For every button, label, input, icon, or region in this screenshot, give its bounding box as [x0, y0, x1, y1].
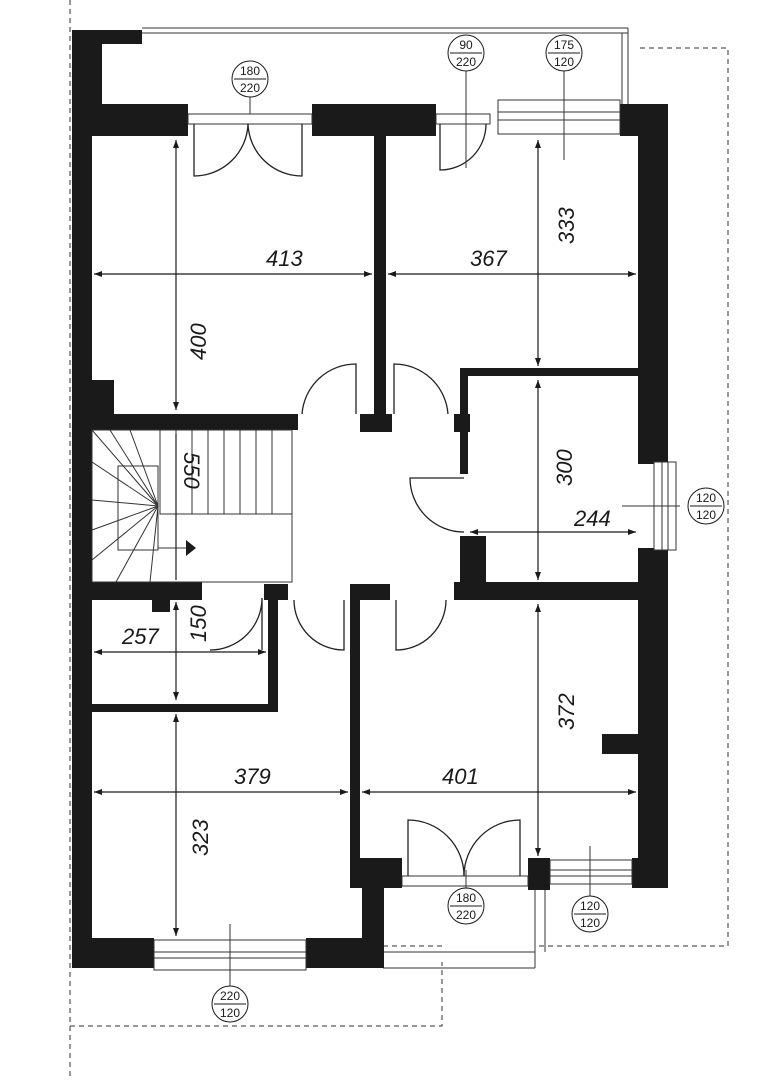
opening-width: 180	[456, 891, 476, 905]
opening-label: 180 220	[231, 60, 269, 98]
dim-small-room-width: 257	[121, 624, 159, 649]
dim-bottom-right-width: 401	[442, 764, 479, 789]
opening-width: 90	[459, 38, 473, 52]
dim-top-left-width: 413	[266, 246, 303, 271]
dimension-lines	[94, 70, 680, 986]
dim-bottom-left-width: 379	[234, 764, 271, 789]
windows	[153, 99, 677, 971]
doors	[187, 113, 529, 887]
opening-width: 220	[220, 989, 240, 1003]
opening-height: 220	[456, 55, 476, 69]
opening-width: 180	[240, 64, 260, 78]
dim-stair: 550	[179, 452, 204, 489]
opening-label: 120 120	[571, 895, 609, 933]
opening-width: 120	[696, 491, 716, 505]
opening-width: 120	[580, 899, 600, 913]
walls	[72, 30, 668, 968]
opening-height: 220	[240, 81, 260, 95]
dashed-outline	[69, 0, 729, 1080]
opening-label: 175 120	[545, 34, 583, 72]
porch-outline	[383, 880, 546, 969]
opening-height: 120	[696, 508, 716, 522]
dim-middle-right-width: 244	[573, 506, 611, 531]
dimension-labels: 413 367 400 333 300 244 550 257 150 379 …	[121, 207, 611, 856]
opening-height: 120	[580, 916, 600, 930]
opening-width: 175	[554, 38, 574, 52]
opening-height: 120	[220, 1006, 240, 1020]
opening-label: 180 220	[447, 887, 485, 925]
opening-label: 220 120	[211, 985, 249, 1023]
dim-top-right-depth: 333	[554, 207, 579, 244]
opening-labels: 180 220 90 220 175 120 120 120 180 220	[211, 34, 725, 1023]
dim-top-right-width: 367	[470, 246, 507, 271]
opening-label: 90 220	[447, 34, 485, 72]
balcony-rail	[142, 27, 629, 104]
opening-label: 120 120	[687, 487, 725, 525]
dim-bottom-right-depth: 372	[554, 693, 579, 730]
dim-middle-right-depth: 300	[552, 449, 577, 486]
opening-height: 220	[456, 908, 476, 922]
opening-height: 120	[554, 55, 574, 69]
dim-small-room-depth: 150	[186, 605, 211, 642]
dim-bottom-left-depth: 323	[188, 819, 213, 856]
dim-top-left-depth: 400	[186, 323, 211, 360]
